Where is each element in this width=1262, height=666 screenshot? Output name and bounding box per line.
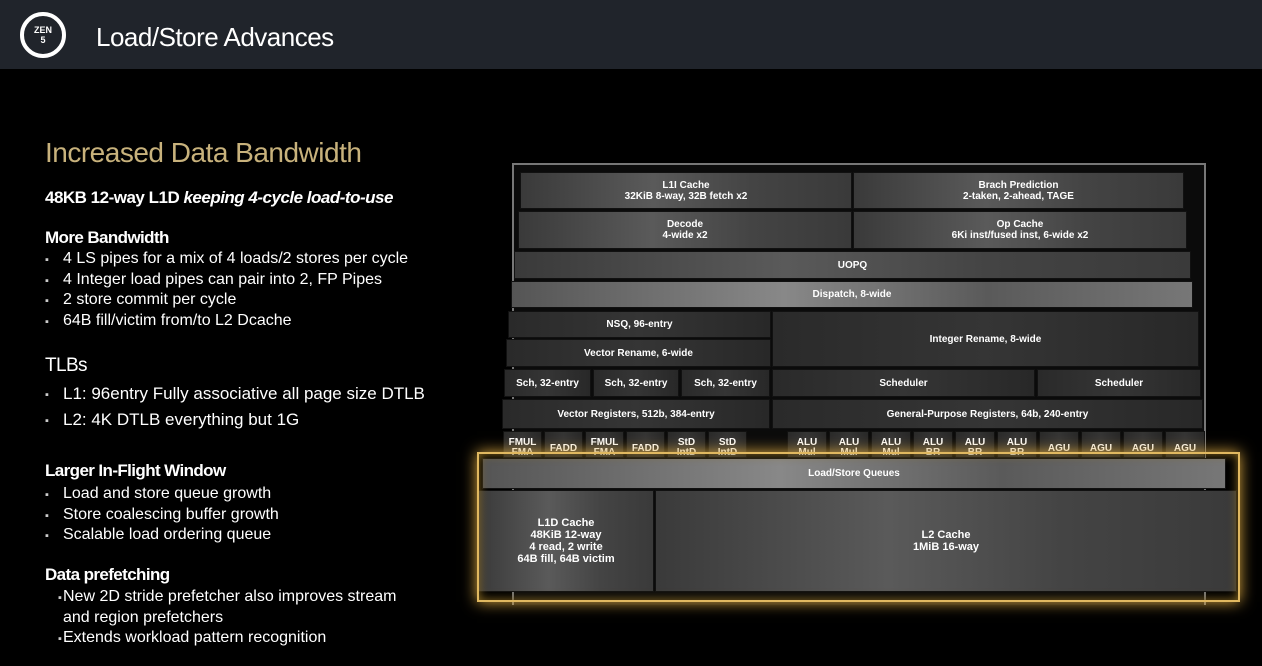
l1d-summary: 48KB 12-way L1D keeping 4-cycle load-to-… — [45, 188, 393, 207]
list-item: L1: 96entry Fully associative all page s… — [45, 381, 425, 408]
tlbs-list: L1: 96entry Fully associative all page s… — [45, 381, 425, 434]
list-item: 4 LS pipes for a mix of 4 loads/2 stores… — [45, 249, 408, 270]
scheduler-int-2: Scheduler — [1037, 369, 1201, 397]
list-item: 4 Integer load pipes can pair into 2, FP… — [45, 270, 408, 290]
inflight-title: Larger In-Flight Window — [45, 461, 226, 480]
tlbs-title: TLBs — [45, 355, 88, 376]
prefetching-title: Data prefetching — [45, 565, 170, 584]
scheduler-int-1: Scheduler — [772, 369, 1035, 397]
scheduler-fp-2: Sch, 32-entry — [593, 369, 679, 397]
vector-rename-block: Vector Rename, 6-wide — [506, 339, 771, 367]
gpr-block: General-Purpose Registers, 64b, 240-entr… — [772, 399, 1203, 429]
list-item: Store coalescing buffer growth — [45, 505, 279, 525]
list-item: Extends workload pattern recognition — [45, 628, 396, 649]
inflight-list: Load and store queue growth Store coales… — [45, 484, 279, 546]
list-item: Load and store queue growth — [45, 484, 279, 505]
list-item: New 2D stride prefetcher also improves s… — [45, 587, 396, 608]
list-item: and region prefetchers — [63, 608, 224, 626]
vector-registers-block: Vector Registers, 512b, 384-entry — [502, 399, 770, 429]
list-item: 2 store commit per cycle — [45, 290, 408, 311]
uopq-block: UOPQ — [514, 251, 1191, 279]
prefetching-list: New 2D stride prefetcher also improves s… — [45, 587, 396, 649]
slide-title: Load/Store Advances — [96, 22, 334, 52]
load-store-highlight — [477, 452, 1240, 602]
integer-rename-block: Integer Rename, 8-wide — [772, 311, 1199, 367]
list-item: 64B fill/victim from/to L2 Dcache — [45, 311, 408, 331]
section-heading: Increased Data Bandwidth — [45, 137, 362, 168]
scheduler-fp-3: Sch, 32-entry — [681, 369, 770, 397]
more-bandwidth-list: 4 LS pipes for a mix of 4 loads/2 stores… — [45, 249, 408, 332]
list-item: L2: 4K DTLB everything but 1G — [45, 407, 425, 434]
dispatch-block: Dispatch, 8-wide — [511, 281, 1193, 308]
list-item: Scalable load ordering queue — [45, 525, 279, 546]
scheduler-fp-1: Sch, 32-entry — [504, 369, 591, 397]
more-bandwidth-title: More Bandwidth — [45, 228, 169, 247]
load-store-queues-block: Load/Store Queues — [482, 458, 1226, 489]
nsq-block: NSQ, 96-entry — [508, 311, 771, 338]
